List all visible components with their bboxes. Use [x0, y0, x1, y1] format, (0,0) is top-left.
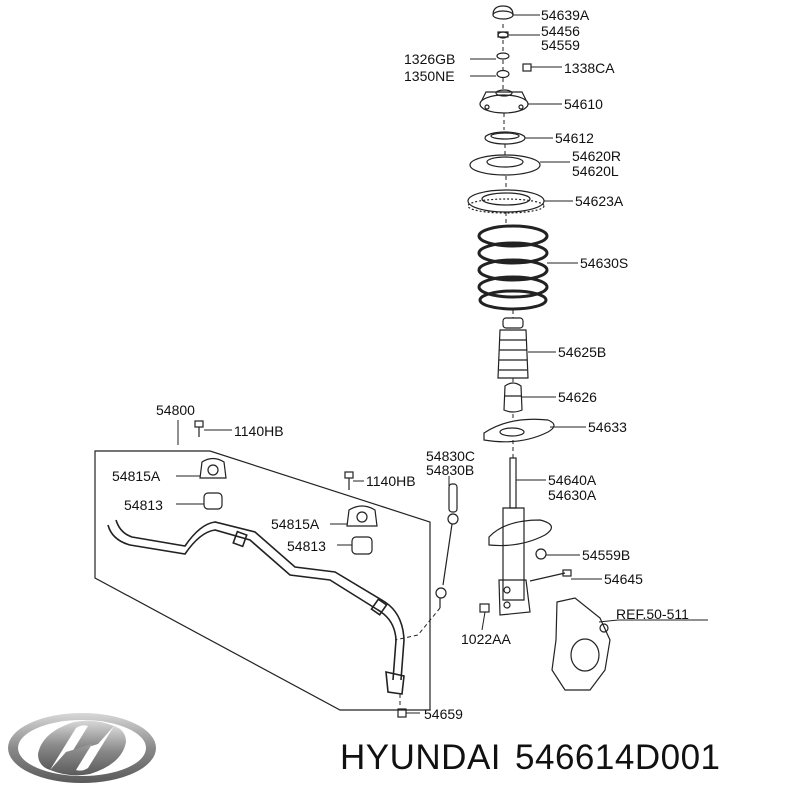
nut-part — [496, 69, 510, 79]
insulator-part — [467, 189, 545, 214]
spring-lower-seat-part — [483, 418, 555, 443]
part-label: 54625B — [558, 344, 607, 360]
part-label: 54815A — [112, 468, 161, 484]
nut-part — [479, 603, 490, 613]
part-label: 54640A — [548, 472, 597, 488]
reference-label: REF.50-511 — [616, 606, 689, 622]
part-label: 54630A — [548, 487, 597, 503]
stabilizer-link-part — [435, 483, 459, 608]
part-label: 54800 — [156, 402, 195, 418]
bushing-part — [203, 492, 223, 510]
bracket-part — [199, 457, 227, 479]
part-label: 54830B — [426, 462, 475, 478]
part-label: 54633 — [588, 419, 627, 435]
bolt-part — [522, 63, 532, 72]
part-label: 54456 — [541, 23, 580, 39]
part-label: 1022AA — [461, 631, 511, 647]
bolt-part — [194, 420, 204, 437]
nut-part — [535, 548, 547, 560]
bracket-part — [346, 505, 378, 527]
part-label: 54623A — [575, 193, 624, 209]
strut-mount-part — [479, 89, 529, 114]
part-label: 1140HB — [366, 473, 416, 489]
bushing-part — [351, 536, 373, 555]
washer-part — [496, 52, 510, 60]
coil-spring-part — [477, 224, 549, 311]
part-label: 54630S — [580, 255, 629, 271]
bolt-part — [529, 569, 572, 582]
dust-boot-part — [497, 317, 529, 379]
strut-assembly-part — [488, 457, 552, 616]
brand-title: HYUNDAI 546614D001 — [340, 738, 735, 778]
part-label: 54813 — [124, 497, 163, 513]
part-label: 54659 — [424, 706, 463, 722]
part-label: 54610 — [564, 96, 603, 112]
part-label: 1338CA — [564, 60, 615, 76]
part-label: 54626 — [558, 389, 597, 405]
hyundai-logo-icon — [8, 713, 156, 783]
brand-name: HYUNDAI — [340, 738, 502, 777]
part-label: 54620R — [572, 148, 622, 164]
part-label: 54813 — [287, 538, 326, 554]
bearing-part — [484, 131, 526, 145]
bump-stopper-part — [503, 382, 523, 413]
part-label: 1326GB — [404, 51, 456, 67]
part-label: 1350NE — [404, 68, 455, 84]
nut-part — [497, 31, 509, 39]
part-label: 54620L — [572, 163, 619, 179]
part-label: 54559 — [541, 37, 580, 53]
bolt-part — [344, 471, 354, 490]
steering-knuckle-part — [551, 597, 611, 691]
part-label: 54639A — [541, 7, 590, 23]
part-label: 54830C — [426, 448, 476, 464]
part-label: 54612 — [555, 130, 594, 146]
stabilizer-bar-part — [107, 519, 405, 695]
part-label: 1140HB — [234, 423, 284, 439]
part-number: 546614D001 — [515, 738, 721, 777]
part-label: 54645 — [604, 571, 643, 587]
stabilizer-group-frame — [94, 450, 431, 711]
part-label: 54559B — [582, 547, 631, 563]
spring-seat-part — [469, 154, 541, 176]
part-label: 54815A — [271, 516, 320, 532]
dust-cap-part — [492, 5, 514, 20]
